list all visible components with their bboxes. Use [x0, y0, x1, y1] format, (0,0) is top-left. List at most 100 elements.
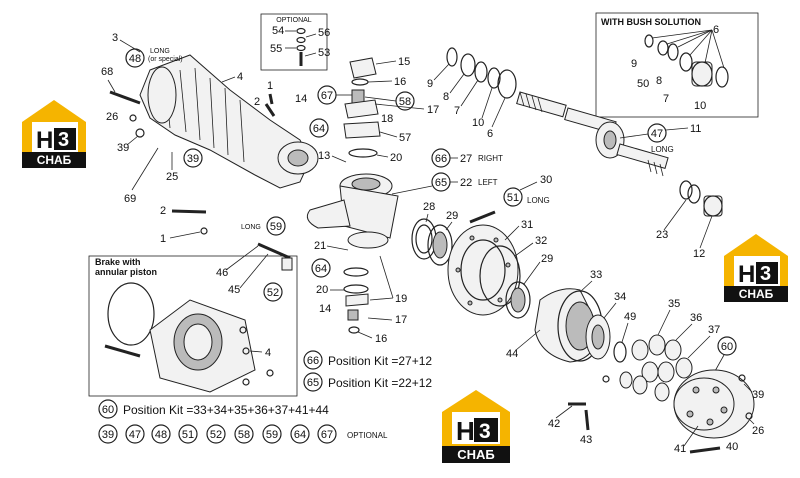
svg-text:58: 58: [399, 96, 411, 108]
svg-text:51: 51: [507, 192, 519, 204]
svg-text:1: 1: [160, 233, 166, 245]
svg-text:16: 16: [375, 333, 387, 345]
svg-text:48: 48: [129, 53, 141, 65]
svg-text:39: 39: [117, 142, 129, 154]
svg-text:48: 48: [155, 429, 167, 441]
part-54-washer: [296, 27, 306, 35]
svg-text:LONG: LONG: [527, 196, 550, 205]
svg-text:54: 54: [272, 25, 284, 37]
svg-text:43: 43: [580, 434, 592, 446]
part-15-cap: [349, 57, 377, 79]
svg-text:H: H: [456, 416, 475, 446]
svg-text:51: 51: [182, 429, 194, 441]
bush-solution-box: [595, 12, 759, 118]
svg-text:2: 2: [254, 96, 260, 108]
svg-text:25: 25: [166, 171, 178, 183]
brake-housing: [149, 299, 256, 393]
svg-text:20: 20: [390, 152, 402, 164]
svg-text:H: H: [36, 127, 53, 154]
kit-66-text: Position Kit =27+12: [328, 354, 432, 368]
svg-text:21: 21: [314, 240, 326, 252]
bush-solution-title: WITH BUSH SOLUTION: [601, 17, 701, 27]
svg-text:6: 6: [487, 128, 493, 140]
svg-text:8: 8: [443, 91, 449, 103]
optional-box: [260, 13, 328, 71]
svg-text:9: 9: [631, 58, 637, 70]
svg-text:27: 27: [460, 153, 472, 165]
svg-text:8: 8: [656, 75, 662, 87]
svg-text:39: 39: [752, 389, 764, 401]
svg-text:14: 14: [319, 303, 331, 315]
svg-text:66: 66: [307, 355, 319, 367]
svg-text:10: 10: [472, 117, 484, 129]
optional-circles-row: 39 47 48 51 52 58 59 64 67 OPTIONAL: [98, 424, 388, 444]
svg-text:39: 39: [102, 429, 114, 441]
svg-text:28: 28: [423, 201, 435, 213]
svg-text:67: 67: [321, 90, 333, 102]
svg-text:13: 13: [318, 150, 330, 162]
svg-text:СНАБ: СНАБ: [739, 287, 774, 301]
svg-text:32: 32: [535, 235, 547, 247]
svg-text:11: 11: [690, 123, 701, 135]
svg-text:4: 4: [265, 347, 271, 359]
svg-text:16: 16: [394, 76, 406, 88]
svg-text:19: 19: [395, 293, 407, 305]
svg-text:53: 53: [318, 47, 330, 59]
svg-text:15: 15: [398, 56, 410, 68]
svg-text:22: 22: [460, 177, 472, 189]
svg-text:44: 44: [506, 348, 518, 360]
svg-text:LONG: LONG: [241, 224, 261, 231]
svg-text:RIGHT: RIGHT: [478, 154, 503, 163]
svg-text:59: 59: [266, 429, 278, 441]
svg-text:3: 3: [58, 129, 69, 151]
svg-text:47: 47: [129, 429, 141, 441]
svg-text:68: 68: [101, 66, 113, 78]
svg-text:26: 26: [106, 111, 118, 123]
part-56-washer: [296, 36, 306, 44]
svg-text:OPTIONAL: OPTIONAL: [347, 431, 388, 440]
axle-housing: [139, 54, 319, 189]
svg-text:LONG: LONG: [651, 145, 674, 154]
svg-text:17: 17: [395, 314, 407, 326]
svg-text:9: 9: [427, 78, 433, 90]
svg-text:64: 64: [315, 263, 327, 275]
svg-text:56: 56: [318, 27, 330, 39]
kit-65-text: Position Kit =22+12: [328, 376, 432, 390]
svg-text:60: 60: [102, 404, 114, 416]
svg-text:annular piston: annular piston: [95, 267, 157, 277]
part-57-plate: [343, 121, 381, 139]
svg-text:33: 33: [590, 269, 602, 281]
svg-text:18: 18: [381, 113, 393, 125]
brand-logo-right: H 3 СНАБ: [724, 234, 788, 302]
svg-text:СНАБ: СНАБ: [457, 447, 495, 462]
svg-text:36: 36: [690, 312, 702, 324]
svg-text:52: 52: [267, 287, 279, 299]
svg-text:(or special): (or special): [148, 56, 183, 63]
svg-text:60: 60: [721, 341, 733, 353]
svg-text:67: 67: [321, 429, 333, 441]
svg-text:65: 65: [435, 177, 447, 189]
svg-text:55: 55: [270, 43, 282, 55]
svg-text:57: 57: [399, 132, 411, 144]
svg-text:39: 39: [187, 153, 199, 165]
svg-text:40: 40: [726, 441, 738, 453]
svg-text:3: 3: [760, 263, 771, 285]
svg-text:7: 7: [454, 105, 460, 117]
svg-text:2: 2: [160, 205, 166, 217]
svg-text:26: 26: [752, 425, 764, 437]
axle-shaft: [516, 91, 669, 177]
svg-text:47: 47: [651, 128, 663, 140]
svg-text:12: 12: [693, 248, 705, 260]
svg-text:64: 64: [294, 429, 306, 441]
svg-text:46: 46: [216, 267, 228, 279]
svg-text:59: 59: [270, 221, 282, 233]
brand-logo-bottom: H 3 СНАБ: [442, 390, 510, 463]
part-55-washer: [296, 44, 306, 52]
svg-text:41: 41: [674, 443, 686, 455]
brand-logo-left: H 3 СНАБ: [22, 100, 86, 168]
svg-text:LONG: LONG: [150, 48, 170, 55]
svg-text:42: 42: [548, 418, 560, 430]
svg-text:31: 31: [521, 219, 533, 231]
svg-text:34: 34: [614, 291, 626, 303]
